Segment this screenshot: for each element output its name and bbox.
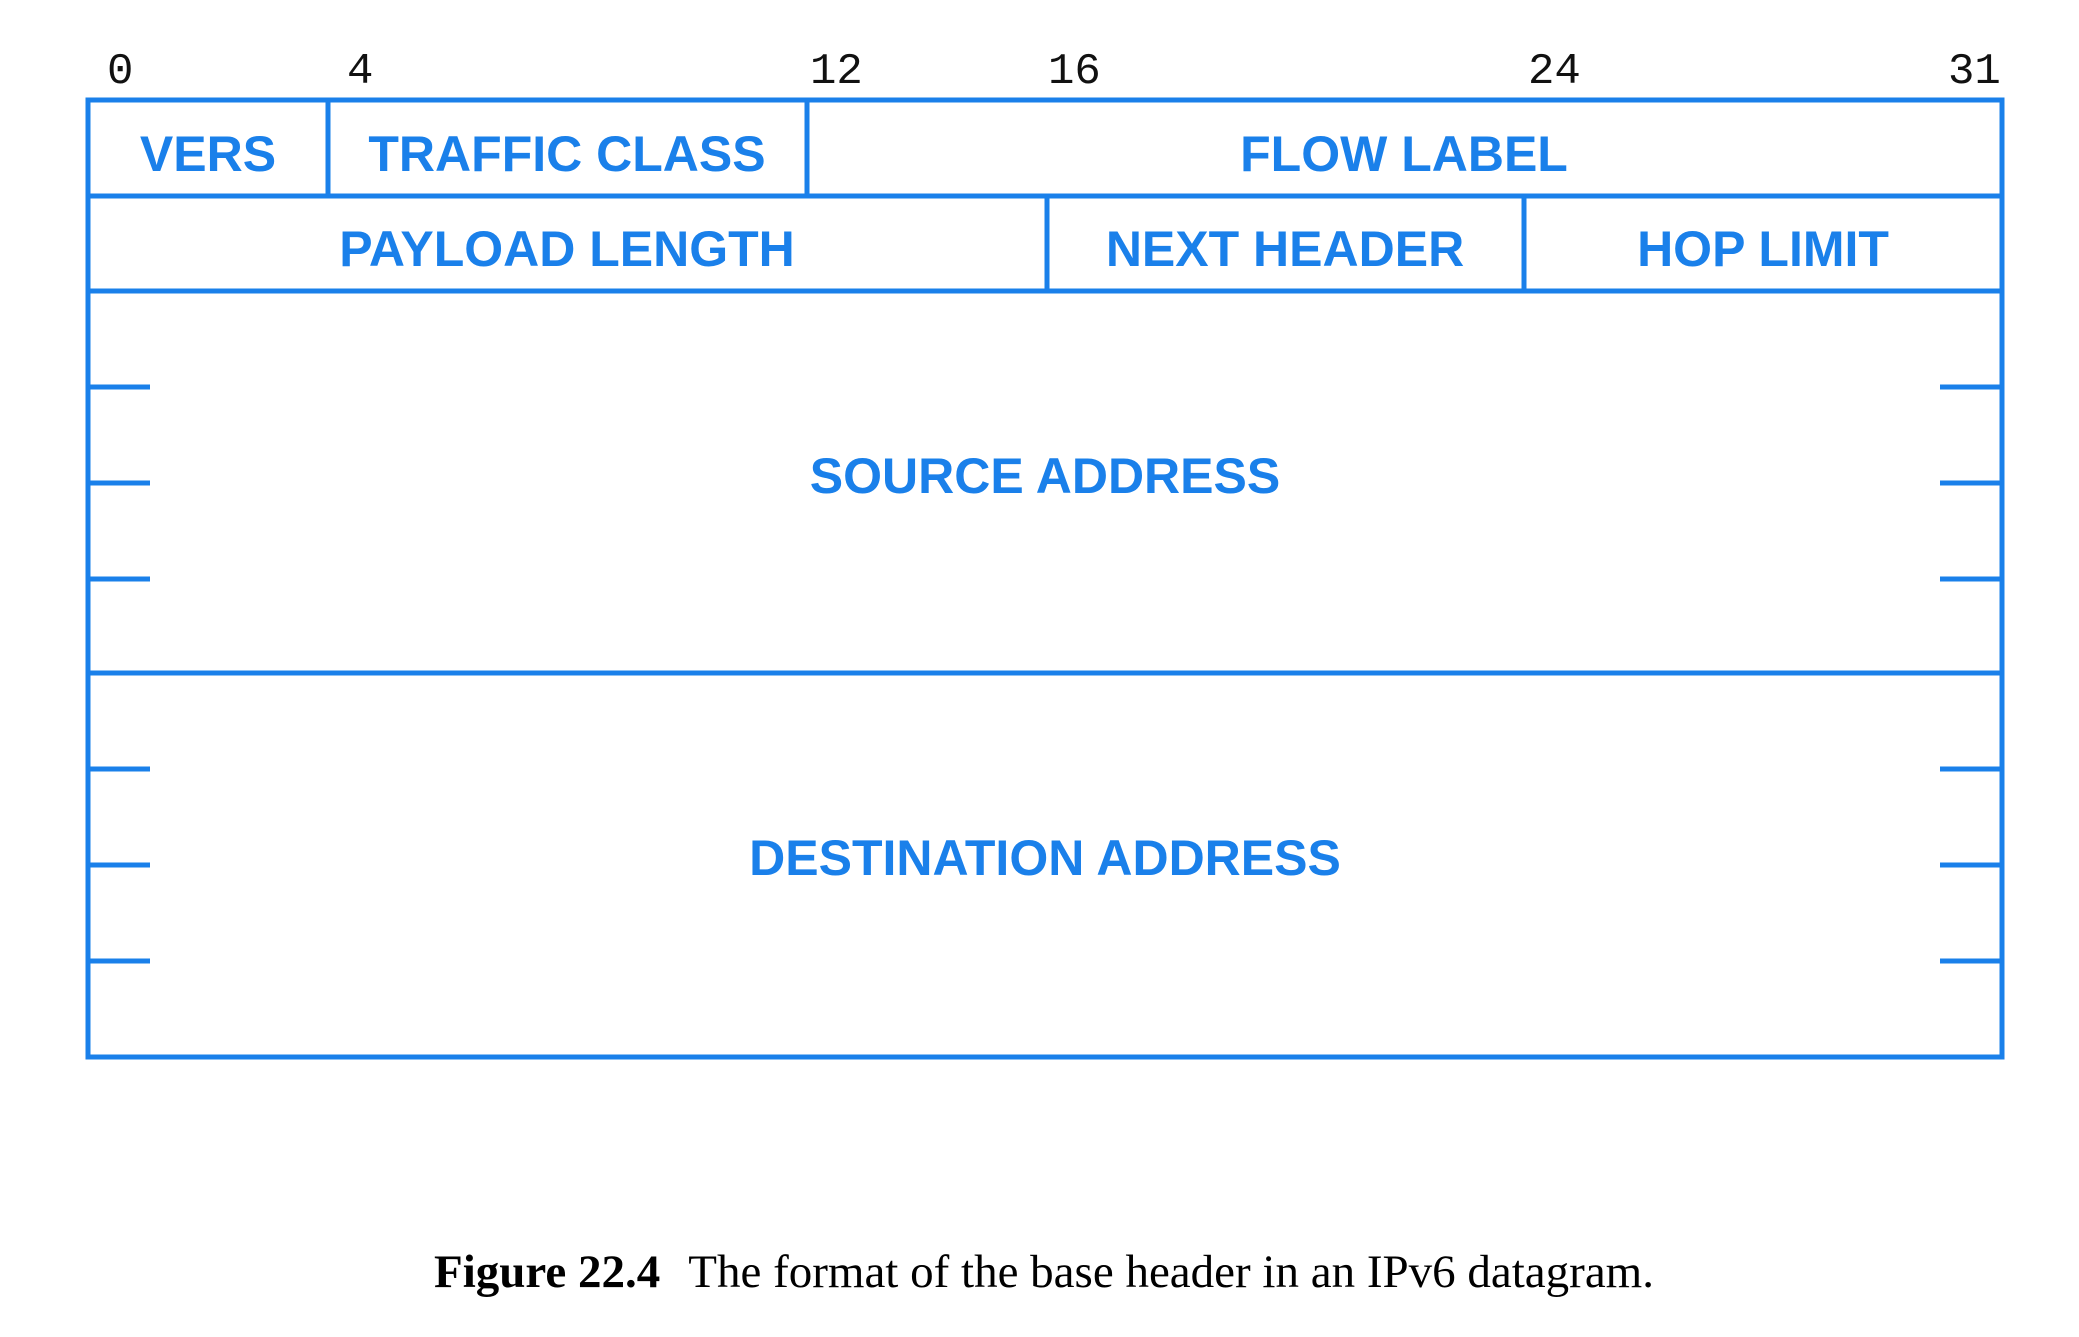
field-payload-length: PAYLOAD LENGTH xyxy=(339,221,795,277)
field-flow-label: FLOW LABEL xyxy=(1240,126,1568,182)
bit-label-4: 4 xyxy=(347,47,373,97)
bit-label-24: 24 xyxy=(1528,47,1581,97)
field-next-header: NEXT HEADER xyxy=(1106,221,1464,277)
field-hop-limit: HOP LIMIT xyxy=(1637,221,1889,277)
bit-label-0: 0 xyxy=(107,47,133,97)
bit-label-31: 31 xyxy=(1948,47,2001,97)
field-vers: VERS xyxy=(140,126,276,182)
bit-label-16: 16 xyxy=(1048,47,1101,97)
field-destination-address: DESTINATION ADDRESS xyxy=(749,830,1341,886)
word-tick-marks xyxy=(88,384,2002,964)
field-source-address: SOURCE ADDRESS xyxy=(810,448,1280,504)
field-traffic-class: TRAFFIC CLASS xyxy=(368,126,765,182)
figure-caption: Figure 22.4 The format of the base header… xyxy=(434,1246,1654,1298)
figure-caption-label: Figure 22.4 xyxy=(434,1246,660,1298)
figure-caption-text: The format of the base header in an IPv6… xyxy=(688,1246,1654,1298)
bit-label-12: 12 xyxy=(810,47,863,97)
